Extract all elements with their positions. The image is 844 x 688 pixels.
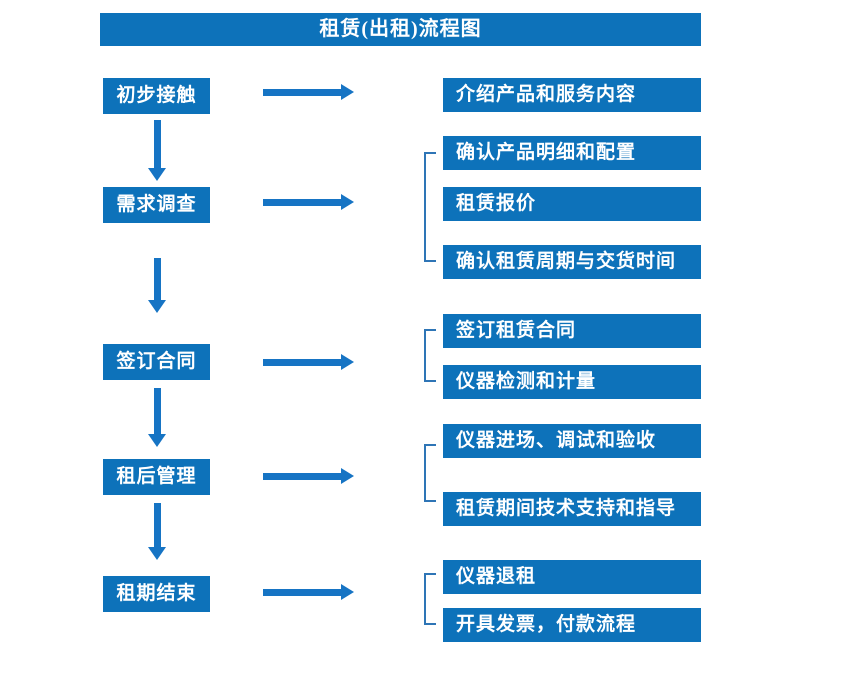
arrow-head: [148, 168, 166, 181]
arrow-head: [341, 84, 354, 100]
arrow-shaft: [263, 473, 342, 480]
detail-box-tech-support: 租赁期间技术支持和指导: [443, 492, 701, 526]
detail-box-confirm-period: 确认租赁周期与交货时间: [443, 245, 701, 279]
arrow-right-icon: [263, 194, 354, 211]
detail-box-rental-quote: 租赁报价: [443, 187, 701, 221]
arrow-right-icon: [263, 468, 354, 485]
arrow-head: [148, 547, 166, 560]
stage-box-sign-contract: 签订合同: [103, 344, 210, 380]
arrow-down-icon: [148, 503, 167, 560]
arrow-shaft: [154, 258, 161, 301]
group-bracket: [424, 152, 436, 262]
arrow-shaft: [154, 120, 161, 169]
arrow-head: [148, 434, 166, 447]
stage-box-rental-end: 租期结束: [103, 576, 210, 612]
arrow-head: [341, 194, 354, 210]
arrow-shaft: [263, 359, 342, 366]
arrow-down-icon: [148, 388, 167, 447]
stage-box-demand-survey: 需求调查: [103, 187, 210, 223]
arrow-right-icon: [263, 84, 354, 101]
arrow-shaft: [154, 388, 161, 435]
arrow-shaft: [263, 89, 342, 96]
arrow-shaft: [154, 503, 161, 548]
group-bracket: [424, 444, 436, 502]
detail-box-invoice-payment: 开具发票，付款流程: [443, 608, 701, 642]
arrow-right-icon: [263, 584, 354, 601]
detail-box-instrument-testing: 仪器检测和计量: [443, 365, 701, 399]
group-bracket: [424, 573, 436, 625]
arrow-head: [341, 354, 354, 370]
flowchart-title: 租赁(出租)流程图: [100, 13, 701, 46]
arrow-right-icon: [263, 354, 354, 371]
detail-box-introduce-products: 介绍产品和服务内容: [443, 78, 701, 112]
arrow-down-icon: [148, 258, 167, 313]
arrow-head: [341, 584, 354, 600]
arrow-head: [341, 468, 354, 484]
arrow-down-icon: [148, 120, 167, 181]
detail-box-confirm-product-spec: 确认产品明细和配置: [443, 136, 701, 170]
group-bracket: [424, 329, 436, 382]
arrow-shaft: [263, 199, 342, 206]
stage-box-initial-contact: 初步接触: [103, 78, 210, 114]
arrow-shaft: [263, 589, 342, 596]
arrow-head: [148, 300, 166, 313]
detail-box-instrument-return: 仪器退租: [443, 560, 701, 594]
stage-box-post-rental-mgmt: 租后管理: [103, 459, 210, 495]
detail-box-instrument-setup: 仪器进场、调试和验收: [443, 424, 701, 458]
detail-box-sign-rental-contract: 签订租赁合同: [443, 314, 701, 348]
